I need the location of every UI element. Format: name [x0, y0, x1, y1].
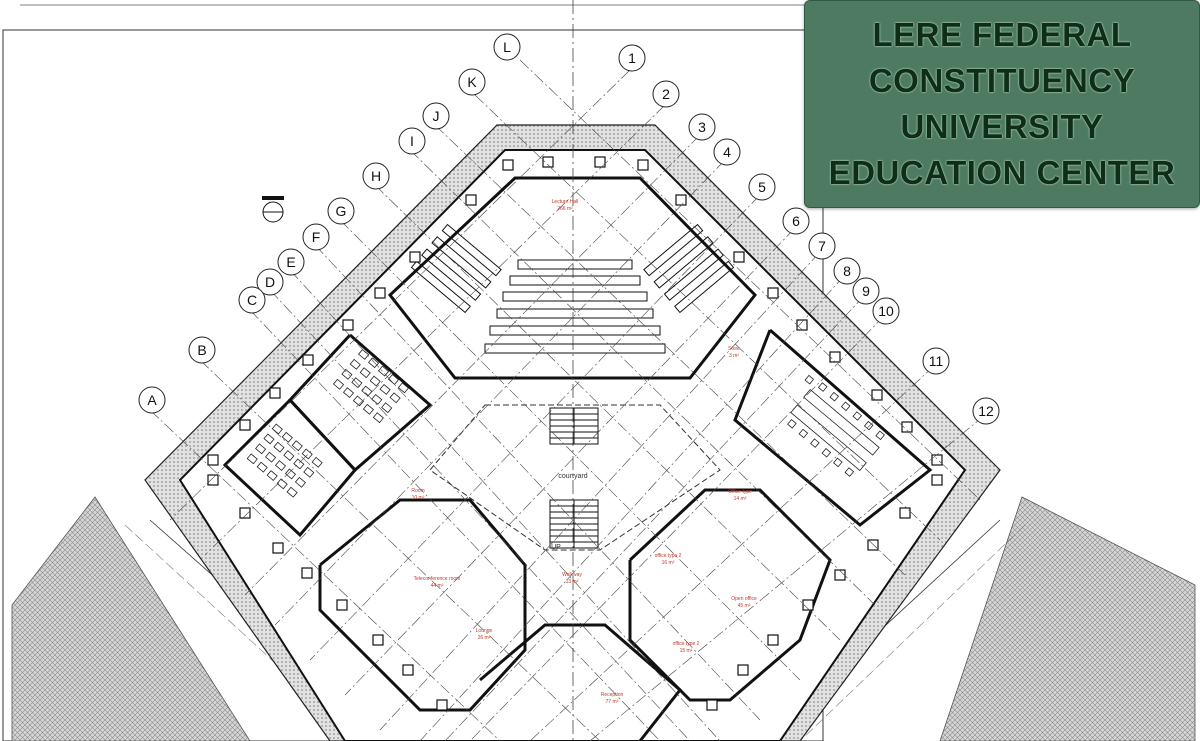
title-banner: LERE FEDERAL CONSTITUENCY UNIVERSITY EDU…	[804, 0, 1200, 208]
grid-label-12: 12	[978, 403, 994, 419]
walls	[222, 176, 933, 741]
grid-bubble-11: 11	[922, 347, 950, 375]
grid-lines	[149, 59, 986, 741]
grid-bubble-B: B	[188, 336, 216, 364]
grid-bubble-L: L	[493, 33, 521, 61]
grid-bubble-9: 9	[852, 277, 880, 305]
teleconference-label: Teleconference room	[414, 576, 461, 582]
road-line-left-2	[124, 524, 361, 741]
teleconference-area: 44 m²	[431, 583, 444, 589]
lounge-area: 26 m²	[478, 635, 491, 641]
grid-label-9: 9	[862, 283, 870, 299]
grid-label-1: 1	[628, 50, 636, 66]
grid-bubble-10: 10	[872, 297, 900, 325]
grid-label-D: D	[265, 274, 275, 290]
grid-label-L: L	[503, 39, 511, 55]
title-line-2: CONSTITUENCY	[868, 62, 1136, 99]
reception-label: Reception	[601, 692, 624, 698]
grid-bubble-E: E	[277, 248, 305, 276]
office-type-2-label: office type 2	[655, 553, 682, 559]
grid-bubble-6: 6	[782, 207, 810, 235]
title-line-4: EDUCATION CENTER	[828, 154, 1176, 191]
grid-label-7: 7	[818, 238, 826, 254]
office-type-2-area: 16 m²	[662, 560, 675, 566]
grid-bubble-A: A	[138, 386, 166, 414]
grid-bubble-1: 1	[618, 44, 646, 72]
courtyard-outline	[429, 404, 721, 551]
grid-label-B: B	[197, 342, 206, 358]
grid-bubble-12: 12	[972, 397, 1000, 425]
road-line-right-2	[799, 524, 1026, 741]
structural-columns	[207, 156, 943, 711]
grid-bubble-4: 4	[713, 138, 741, 166]
stairs-up-label: UP	[551, 544, 561, 551]
lounge-label: Lounge	[476, 628, 493, 634]
grid-bubble-5: 5	[748, 173, 776, 201]
grid-label-8: 8	[843, 263, 851, 279]
grid-bubble-J: J	[422, 102, 450, 130]
grid-label-2: 2	[662, 86, 670, 102]
grid-label-11: 11	[929, 353, 944, 369]
grid-label-A: A	[147, 392, 157, 408]
storage-area: 3 m²	[729, 353, 739, 359]
grid-bubble-F: F	[302, 223, 330, 251]
grid-label-G: G	[336, 203, 347, 219]
lecture-hall-area: 266 m²	[557, 206, 573, 212]
walkway-area: 13 m²	[566, 579, 579, 585]
grid-label-F: F	[312, 229, 321, 245]
grid-label-I: I	[410, 133, 414, 149]
room-labels: Lecture Hall 266 m² courtyard Room 10 m²…	[411, 199, 757, 705]
office-type-1-area: 14 m²	[734, 496, 747, 502]
grid-label-4: 4	[723, 144, 731, 160]
grid-label-10: 10	[878, 303, 894, 319]
lecture-hall-seating	[410, 223, 735, 354]
grid-label-C: C	[247, 292, 257, 308]
grid-bubble-3: 3	[688, 113, 716, 141]
room-label: Room	[411, 488, 424, 494]
grid-bubble-C: C	[238, 286, 266, 314]
left-hatched-lot	[11, 496, 251, 741]
open-office-label: Open office	[731, 596, 757, 602]
courtyard-label: courtyard	[558, 473, 587, 480]
title-line-3: UNIVERSITY	[900, 108, 1104, 145]
stairs-south	[549, 499, 599, 549]
section-marker-icon	[262, 196, 284, 223]
right-hatched-lot	[939, 496, 1196, 741]
room-area: 10 m²	[412, 495, 425, 501]
office-type-2b-label: office type 2	[673, 641, 700, 647]
grid-bubble-K: K	[458, 68, 486, 96]
stairs-north	[549, 407, 599, 445]
grid-bubble-2: 2	[652, 80, 680, 108]
title-line-1: LERE FEDERAL	[872, 16, 1132, 53]
grid-label-H: H	[371, 168, 381, 184]
walkway-label: Walkway	[562, 572, 582, 578]
grid-label-6: 6	[792, 213, 800, 229]
grid-label-5: 5	[758, 179, 766, 195]
grid-bubble-7: 7	[808, 232, 836, 260]
grid-label-K: K	[467, 74, 477, 90]
grid-label-J: J	[433, 108, 440, 124]
grid-bubble-8: 8	[833, 257, 861, 285]
grid-bubble-D: D	[256, 268, 284, 296]
grid-bubble-I: I	[398, 127, 426, 155]
office-type-1-label: Office type	[728, 489, 752, 495]
open-office-area: 45 m²	[738, 603, 751, 609]
grid-label-E: E	[286, 254, 295, 270]
classroom-desks-left	[246, 348, 409, 498]
lecture-hall-label: Lecture Hall	[552, 199, 579, 205]
grid-bubbles-numbers: 1 2 3 4 5 6 7 8 9 10 11 12	[618, 44, 1000, 425]
grid-bubbles-letters: L K J I H G F E D C B A	[138, 33, 521, 414]
grid-bubble-H: H	[362, 162, 390, 190]
storage-label: Store	[728, 346, 740, 352]
grid-bubble-G: G	[327, 197, 355, 225]
grid-label-3: 3	[698, 119, 706, 135]
office-type-2b-area: 15 m²	[680, 648, 693, 654]
reception-area: 77 m²	[606, 699, 619, 705]
